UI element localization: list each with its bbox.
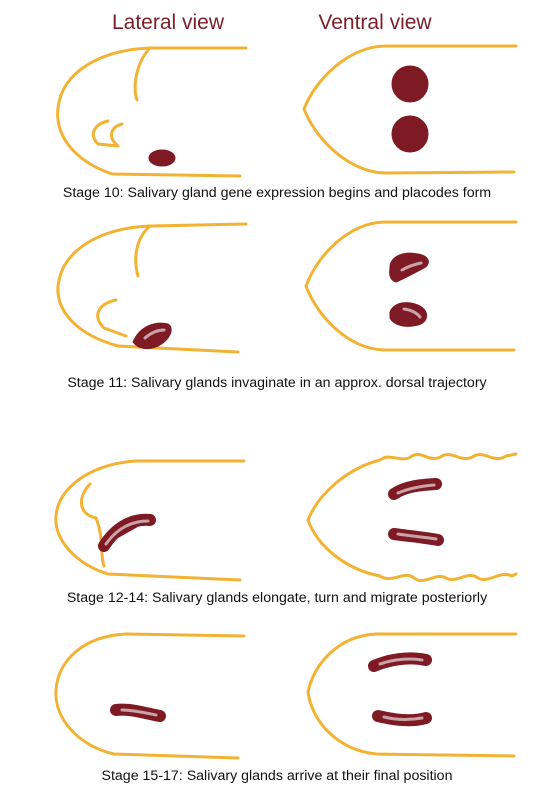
stage-15-17-ventral-embryo xyxy=(308,634,516,756)
lateral-view-header: Lateral view xyxy=(112,11,225,34)
stage-12-14-lateral-gland xyxy=(104,520,150,546)
stage-10-ventral-embryo xyxy=(304,46,516,173)
stage-11-lateral-embryo xyxy=(58,224,246,352)
stage-12-14-row: Stage 12-14: Salivary glands elongate, t… xyxy=(56,454,516,606)
stage-12-14-lateral-embryo xyxy=(56,461,244,580)
stage-15-17-caption: Stage 15-17: Salivary glands arrive at t… xyxy=(102,768,453,784)
stage-11-row: Stage 11: Salivary glands invaginate in … xyxy=(58,222,516,391)
stage-12-14-ventral-embryo xyxy=(308,454,516,581)
stage-10-ventral-placode-left xyxy=(392,66,428,102)
stage-10-caption: Stage 10: Salivary gland gene expression… xyxy=(63,185,491,201)
stage-10-row: Stage 10: Salivary gland gene expression… xyxy=(58,46,516,201)
ventral-view-header: Ventral view xyxy=(318,11,432,34)
stage-11-ventral-gland-right xyxy=(390,303,427,327)
stage-15-17-lateral-embryo xyxy=(56,634,244,758)
stage-11-caption: Stage 11: Salivary glands invaginate in … xyxy=(67,375,487,391)
stage-11-lateral-gland xyxy=(133,323,171,348)
stage-15-17-row: Stage 15-17: Salivary glands arrive at t… xyxy=(56,634,516,784)
stage-10-lateral-gland xyxy=(149,150,175,166)
stage-10-ventral-placode-right xyxy=(392,116,428,152)
stage-12-14-caption: Stage 12-14: Salivary glands elongate, t… xyxy=(67,590,488,606)
stage-11-ventral-embryo xyxy=(306,222,516,350)
stage-10-lateral-embryo xyxy=(58,48,246,176)
